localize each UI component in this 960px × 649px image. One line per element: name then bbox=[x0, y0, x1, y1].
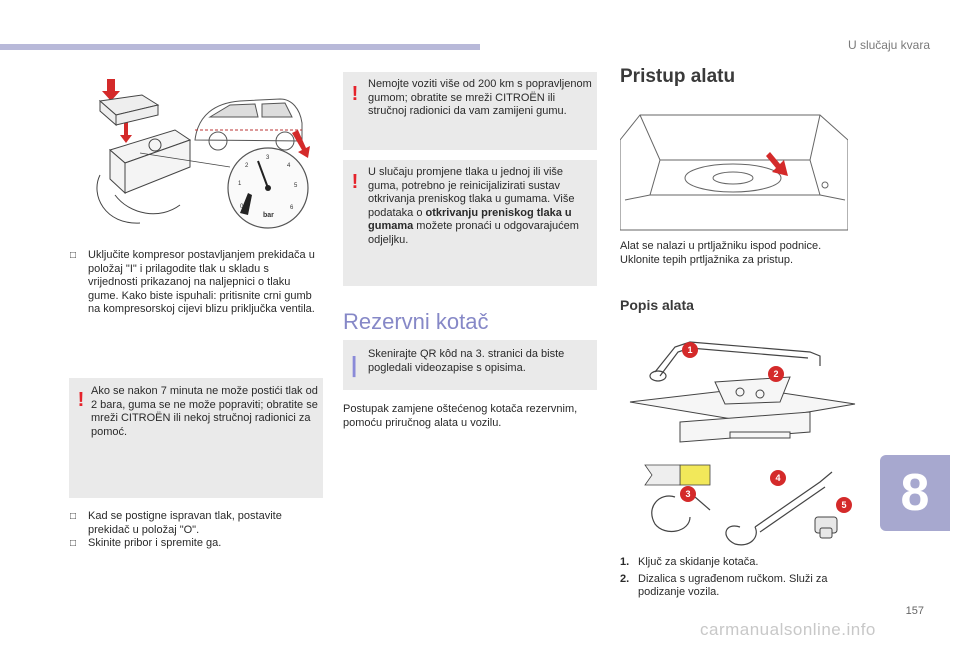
step-remove-text: Skinite pribor i spremite ga. bbox=[88, 537, 222, 549]
compressor-illustration: 0 1 2 3 4 5 6 bar bbox=[96, 79, 310, 229]
bullet-icon: □ bbox=[70, 538, 77, 549]
list-item: 1.Ključ za skidanje kotača. bbox=[620, 556, 759, 568]
warning-icon: ! bbox=[351, 171, 359, 193]
heading-tool-access: Pristup alatu bbox=[620, 66, 736, 87]
tool-list: 1.Ključ za skidanje kotača. 2.Dizalica s… bbox=[620, 556, 860, 603]
gauge-tick-5: 5 bbox=[294, 183, 298, 189]
warning-7min-text: Ako se nakon 7 minuta ne može postići tl… bbox=[91, 385, 318, 438]
bullet-icon: □ bbox=[70, 511, 77, 522]
gauge-tick-0: 0 bbox=[240, 204, 244, 210]
gauge-tick-6: 6 bbox=[290, 205, 294, 211]
step-off-text: Kad se postigne ispravan tlak, postavite… bbox=[88, 510, 282, 536]
info-qr-text: Skenirajte QR kôd na 3. stranici da bist… bbox=[368, 348, 565, 374]
gauge-tick-1: 1 bbox=[238, 181, 242, 187]
gauge-tick-3: 3 bbox=[266, 155, 270, 161]
step-connect-text: Uključite kompresor postavljanjem prekid… bbox=[88, 249, 315, 315]
heading-spare-wheel: Rezervni kotač bbox=[343, 309, 489, 334]
chapter-tab[interactable]: 8 bbox=[880, 455, 950, 531]
page-number: 157 bbox=[905, 605, 924, 617]
tool-marker-3: 3 bbox=[685, 489, 690, 499]
warning-icon: ! bbox=[351, 83, 359, 105]
warning-box-7min: ! Ako se nakon 7 minuta ne može postići … bbox=[69, 378, 323, 498]
heading-tool-list: Popis alata bbox=[620, 297, 694, 313]
list-item: 2.Dizalica s ugrađenom ručkom. Služi za … bbox=[620, 572, 828, 599]
gauge-tick-4: 4 bbox=[287, 163, 291, 169]
watermark: carmanualsonline.info bbox=[700, 620, 876, 639]
access-text: Alat se nalazi u prtljažniku ispod podni… bbox=[620, 240, 822, 266]
tool-marker-2: 2 bbox=[773, 369, 778, 379]
bullet-icon: □ bbox=[70, 250, 77, 261]
warning-icon: ! bbox=[77, 389, 85, 411]
warning-box-pressure: ! U slučaju promjene tlaka u jednoj ili … bbox=[343, 160, 597, 286]
tool-marker-1: 1 bbox=[687, 345, 692, 355]
gauge-unit: bar bbox=[263, 212, 274, 219]
warning-box-200km: ! Nemojte voziti više od 200 km s poprav… bbox=[343, 72, 597, 150]
procedure-text: Postupak zamjene oštećenog kotača rezerv… bbox=[343, 403, 578, 429]
info-box-qr: | Skenirajte QR kôd na 3. stranici da bi… bbox=[343, 340, 597, 390]
tool-marker-4: 4 bbox=[775, 473, 780, 483]
info-icon: | bbox=[351, 352, 358, 377]
gauge-tick-2: 2 bbox=[245, 163, 249, 169]
warning-200km-text: Nemojte voziti više od 200 km s popravlj… bbox=[368, 78, 592, 117]
warning-pressure-text: U slučaju promjene tlaka u jednoj ili vi… bbox=[368, 166, 579, 246]
steps-finish: □ Kad se postigne ispravan tlak, postavit… bbox=[70, 510, 320, 551]
section-title: U slučaju kvara bbox=[847, 38, 930, 52]
step-connect: □ Uključite kompresor postavljanjem preki… bbox=[70, 249, 320, 317]
tools-illustration: 1 2 3 4 5 bbox=[629, 341, 856, 546]
tool-marker-5: 5 bbox=[841, 500, 846, 510]
trunk-illustration bbox=[620, 114, 848, 231]
header-accent-bar bbox=[0, 44, 480, 50]
